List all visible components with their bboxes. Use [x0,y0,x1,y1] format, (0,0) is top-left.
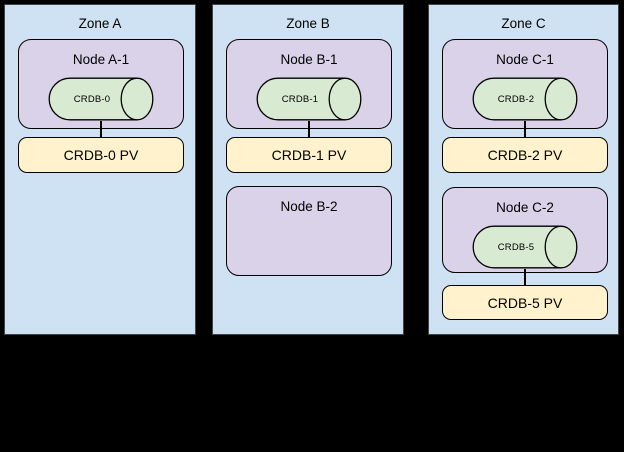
connector-line [524,269,526,285]
pv-crdb-5: CRDB-5 PV [442,285,608,320]
node-title: Node B-1 [280,52,338,67]
db-label: CRDB-2 [497,93,535,105]
db-label: CRDB-5 [497,241,535,253]
pv-crdb-0: CRDB-0 PV [18,137,184,173]
pv-crdb-2: CRDB-2 PV [442,137,608,173]
db-cylinder-crdb-2: CRDB-2 [472,77,578,121]
pv-label: CRDB-5 PV [487,294,563,311]
database-cylinder-icon [472,225,578,269]
pv-label: CRDB-1 PV [271,147,347,163]
zone-a: Zone A Node A-1 CRDB-0 CRDB-0 PV [4,4,196,335]
zone-c: Zone C Node C-1 CRDB-2 CRDB-2 PV Node C-… [428,4,619,335]
db-cylinder-crdb-1: CRDB-1 [256,77,362,121]
node-b2: Node B-2 [226,186,392,276]
db-label: CRDB-0 [73,93,111,105]
pv-label: CRDB-2 PV [487,147,563,163]
node-title: Node A-1 [72,52,130,67]
zone-title: Zone A [78,16,122,31]
database-cylinder-icon [472,77,578,121]
connector-line [100,121,102,137]
zone-title: Zone C [501,16,546,31]
pv-crdb-1: CRDB-1 PV [226,137,392,173]
node-title: Node B-2 [280,199,338,214]
node-title: Node C-2 [496,200,554,215]
connector-line [524,121,526,137]
connector-line [308,121,310,137]
database-cylinder-icon [256,77,362,121]
database-cylinder-icon [48,77,154,121]
db-cylinder-crdb-5: CRDB-5 [472,225,578,269]
db-cylinder-crdb-0: CRDB-0 [48,77,154,121]
pv-label: CRDB-0 PV [63,147,139,163]
zone-title: Zone B [286,16,330,31]
db-label: CRDB-1 [281,93,319,105]
zone-b: Zone B Node B-1 CRDB-1 CRDB-1 PV Node B-… [212,4,404,335]
node-title: Node C-1 [496,52,554,67]
